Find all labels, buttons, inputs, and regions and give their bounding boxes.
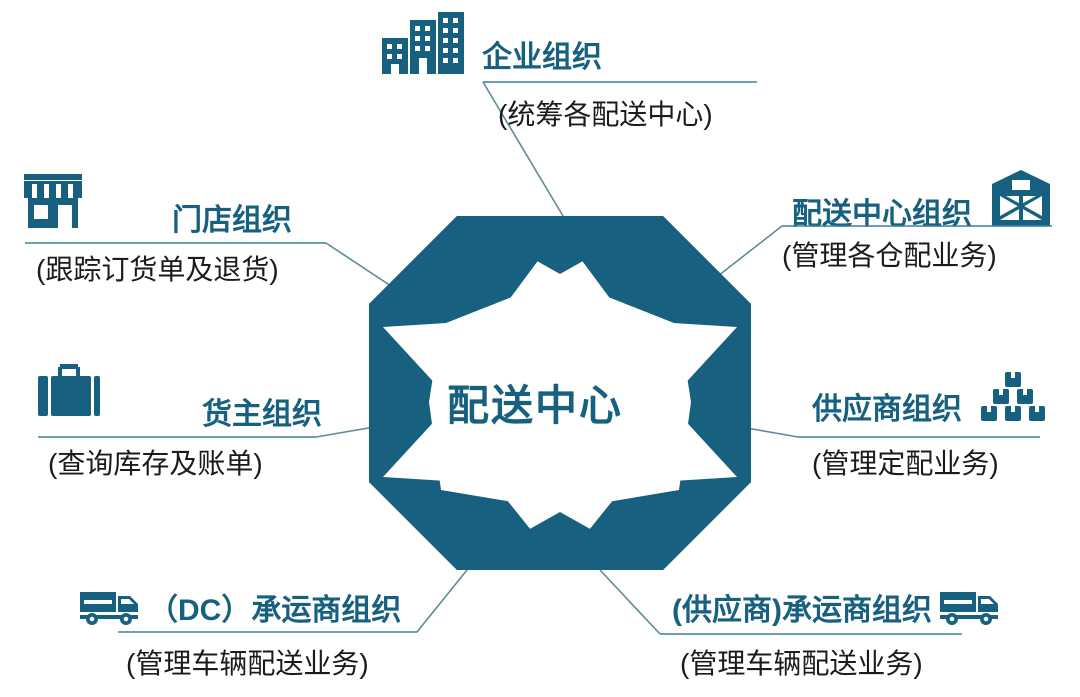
node-cargo-owner[interactable]: 货主组织 — [36, 364, 322, 429]
buildings-icon — [382, 12, 472, 79]
node-supplier-carrier-subtitle: (管理车辆配送业务) — [680, 648, 923, 679]
node-enterprise-title: 企业组织 — [482, 40, 602, 74]
connector-supplier-carrier — [599, 569, 661, 635]
star-points — [369, 216, 751, 570]
connector-lines — [315, 81, 799, 635]
node-supplier-carrier[interactable]: (供应商)承运商组织 — [672, 586, 1002, 631]
node-dc-carrier-title: （DC）承运商组织 — [148, 593, 402, 627]
stacked-boxes-icon — [978, 372, 1048, 427]
node-store[interactable]: 门店组织 — [22, 172, 292, 237]
star-point-bottom — [457, 512, 663, 570]
node-supplier[interactable]: 供应商组织 — [812, 372, 1048, 427]
node-cargo-owner-subtitle: (查询库存及账单) — [48, 448, 263, 479]
star-burst-body — [369, 216, 751, 570]
star-point-left — [369, 304, 427, 482]
star-inner-white — [383, 231, 737, 566]
node-enterprise[interactable]: 企业组织 — [382, 12, 602, 79]
truck-icon — [939, 586, 1002, 631]
truck-icon — [80, 586, 142, 631]
star-point-bl — [369, 482, 457, 570]
connector-dc-carrier — [416, 569, 468, 633]
storefront-icon — [22, 172, 84, 233]
node-store-subtitle: (跟踪订货单及退货) — [36, 254, 279, 285]
node-store-title: 门店组织 — [172, 203, 292, 237]
node-supplier-subtitle: (管理定配业务) — [812, 448, 999, 479]
node-enterprise-subtitle: (统筹各配送中心) — [498, 99, 713, 130]
star-point-tl — [369, 216, 457, 322]
connector-store — [325, 242, 401, 293]
connector-enterprise — [482, 81, 564, 217]
node-dc-org[interactable]: 配送中心组织 — [792, 170, 1052, 231]
center-label: 配送中心 — [447, 382, 624, 429]
node-dc-org-title: 配送中心组织 — [792, 197, 972, 231]
star-point-br — [663, 482, 751, 570]
node-cargo-owner-title: 货主组织 — [202, 397, 322, 431]
node-dc-carrier-subtitle: (管理车辆配送业务) — [126, 648, 369, 679]
node-supplier-carrier-title: (供应商)承运商组织 — [672, 593, 932, 627]
node-dc-carrier[interactable]: （DC）承运商组织 — [80, 586, 401, 631]
node-dc-org-subtitle: (管理各仓配业务) — [782, 240, 997, 271]
star-point-top — [457, 216, 663, 274]
star-point-right — [693, 304, 751, 482]
briefcase-icon — [36, 364, 102, 425]
warehouse-barn-icon — [990, 170, 1052, 231]
star-point-tr — [663, 216, 751, 322]
node-supplier-title: 供应商组织 — [812, 392, 962, 426]
